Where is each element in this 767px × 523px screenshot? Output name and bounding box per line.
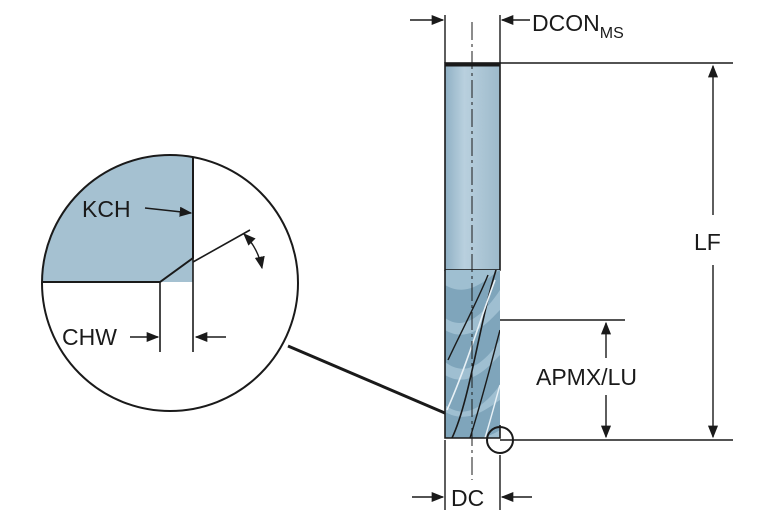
dcon-subscript: MS xyxy=(600,25,624,42)
chw-label: CHW xyxy=(62,324,117,350)
kch-arrow xyxy=(144,206,193,217)
kch-angle-arrow xyxy=(243,233,265,270)
lf-label: LF xyxy=(694,229,721,255)
dcon-label: DCONMS xyxy=(532,10,624,42)
end-mill-tool xyxy=(444,22,514,480)
detail-circle xyxy=(41,154,299,412)
dc-label: DC xyxy=(451,485,484,511)
kch-label: KCH xyxy=(82,196,131,222)
chamfer-detail-view xyxy=(41,154,299,412)
apmx-label: APMX/LU xyxy=(536,364,637,390)
